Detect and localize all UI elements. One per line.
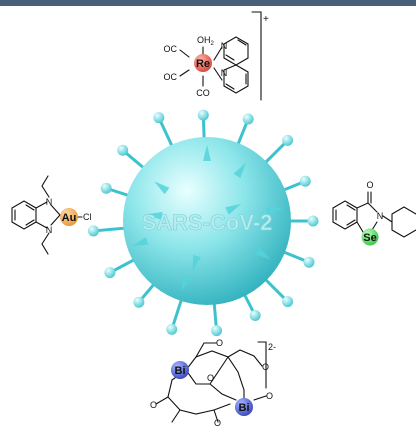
- gold-atom: [60, 208, 78, 226]
- spike-head: [282, 134, 294, 146]
- gold-symbol: Au: [62, 212, 77, 224]
- spike-head: [117, 144, 129, 156]
- bismuth-atom-2: [235, 398, 253, 416]
- spike-head: [282, 296, 294, 308]
- virus-front-spikes: [131, 145, 283, 292]
- bi-oxygen-6: O: [214, 418, 221, 428]
- top-border-bar: [0, 0, 416, 6]
- rhenium-atom: [194, 54, 212, 72]
- surface-spike: [154, 181, 170, 195]
- virus-label: SARS-CoV-2: [142, 210, 273, 235]
- spike-head: [133, 296, 145, 308]
- re-nitrogen-top: N: [221, 41, 228, 51]
- surface-spike: [266, 207, 283, 215]
- surface-spike: [181, 274, 191, 292]
- bismuth-complex: Bi Bi O O O O O O 2-: [150, 338, 276, 428]
- surface-spike: [131, 237, 149, 247]
- selenium-symbol: Se: [363, 232, 376, 244]
- surface-spike: [225, 203, 242, 215]
- bi-oxygen-2: O: [262, 362, 269, 372]
- re-oc-top: OC: [164, 44, 178, 54]
- bi-oxygen-4: O: [150, 400, 157, 410]
- re-water-oh: OH2: [197, 35, 215, 47]
- spike-head: [87, 225, 99, 237]
- spike-head: [153, 112, 165, 124]
- surface-spike: [203, 145, 211, 161]
- rhenium-complex: Re OC OC CO OH2 N N +: [164, 11, 269, 101]
- se-nitrogen: N: [377, 211, 384, 221]
- spike-head: [211, 325, 223, 337]
- re-nitrogen-bottom: N: [221, 68, 228, 78]
- re-co: CO: [196, 88, 210, 98]
- rhenium-symbol: Re: [196, 58, 210, 70]
- gold-chloride: Cl: [83, 212, 92, 222]
- virus-particle: SARS-CoV-2: [87, 109, 319, 337]
- spike-head: [307, 215, 319, 227]
- spike-head: [104, 267, 116, 279]
- spike-head: [242, 113, 254, 125]
- spike-head: [166, 323, 178, 335]
- au-nitrogen-top: N: [46, 197, 53, 207]
- surface-spike: [192, 254, 201, 272]
- selenium-compound: Se O N: [332, 180, 416, 246]
- spike-stem: [261, 139, 289, 167]
- spike-head: [249, 309, 261, 321]
- virus-body: [123, 137, 291, 305]
- bi-oxygen-5: O: [266, 391, 273, 401]
- spike-head: [299, 175, 311, 187]
- au-nitrogen-bottom: N: [46, 225, 53, 235]
- surface-spike: [233, 162, 246, 179]
- spike-head: [100, 182, 112, 194]
- surface-spike: [254, 247, 271, 260]
- bi-oxygen-3: O: [207, 373, 214, 383]
- surface-spike: [146, 212, 163, 220]
- spike-stem: [261, 275, 289, 303]
- re-oc-bottom: OC: [164, 72, 178, 82]
- gold-complex: Au Cl N N: [11, 175, 92, 255]
- selenium-atom: [361, 228, 379, 246]
- bi-oxygen-1: O: [216, 338, 223, 348]
- bismuth-symbol-1: Bi: [175, 365, 186, 377]
- bismuth-atom-1: [171, 361, 189, 379]
- re-charge: +: [263, 14, 269, 25]
- bi-charge: 2-: [268, 342, 276, 352]
- bismuth-symbol-2: Bi: [239, 402, 250, 414]
- se-oxygen: O: [366, 180, 373, 190]
- spike-head: [197, 109, 209, 121]
- spike-head: [303, 256, 315, 268]
